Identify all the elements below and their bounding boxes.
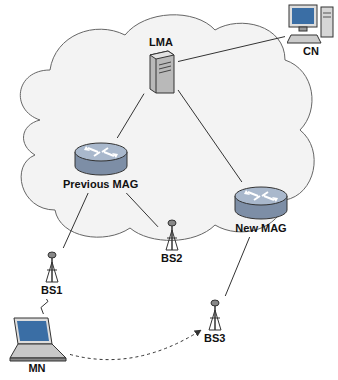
device-label: BS2 [160, 252, 183, 265]
wireless-link [41, 299, 48, 314]
network-link [178, 37, 285, 62]
router-node: New MAG [232, 184, 290, 235]
network-link [178, 90, 242, 182]
network-link [225, 237, 249, 296]
device-label: BS1 [40, 284, 63, 297]
network-link [117, 94, 144, 138]
laptop-icon [6, 316, 68, 362]
server-icon [146, 49, 176, 95]
router-icon [72, 140, 130, 178]
device-label: Previous MAG [62, 178, 139, 191]
base-station: BS2 [160, 218, 183, 265]
device-label: MN [27, 362, 46, 375]
network-link [63, 193, 88, 248]
base-station-icon [204, 298, 226, 332]
router-node: Previous MAG [62, 140, 139, 191]
router-icon [232, 184, 290, 222]
device-label: BS3 [203, 332, 226, 345]
network-cloud [20, 15, 314, 241]
base-station-icon [161, 218, 183, 252]
client-computer: CN [287, 3, 335, 58]
base-station: BS1 [40, 250, 63, 297]
device-label: LMA [148, 36, 174, 49]
device-label: CN [302, 45, 320, 58]
base-station-icon [41, 250, 63, 284]
computer-icon [287, 3, 335, 45]
network-link [126, 193, 158, 227]
mobile-node: MN [6, 316, 68, 375]
movement-arrow [70, 330, 201, 359]
base-station: BS3 [203, 298, 226, 345]
device-label: New MAG [234, 222, 287, 235]
lma-server: LMA [146, 36, 176, 95]
